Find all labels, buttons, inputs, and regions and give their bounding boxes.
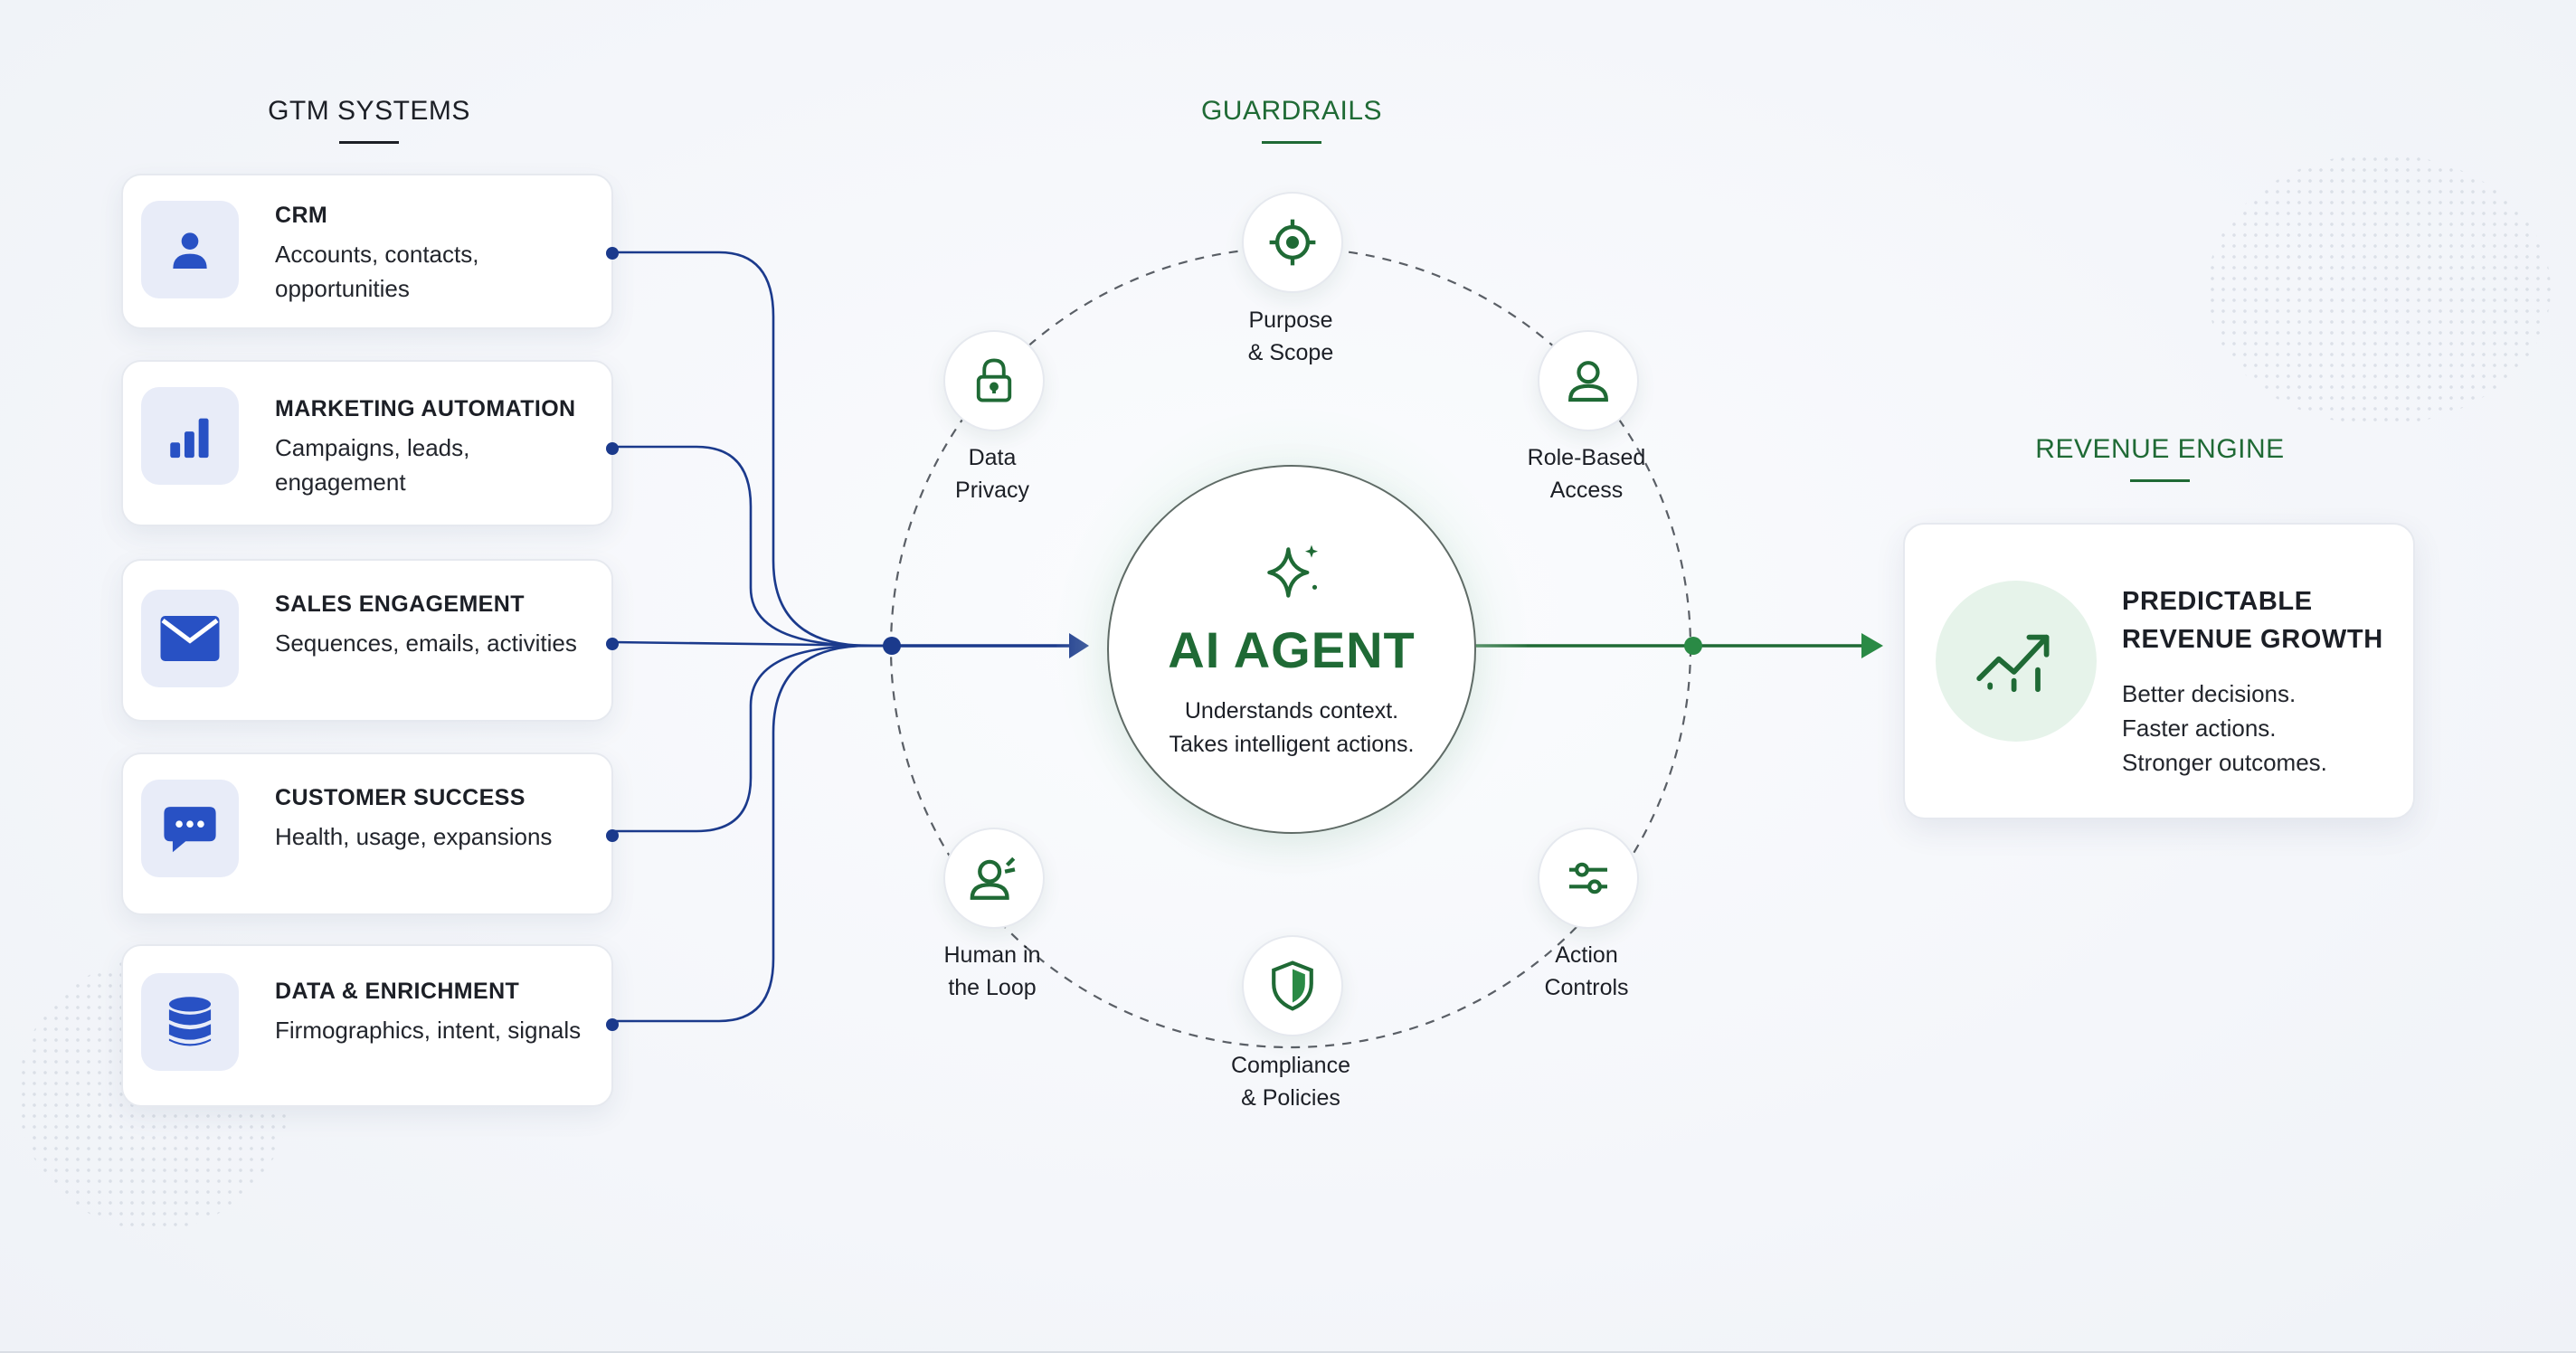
input-junction-dot [883,637,901,655]
sales-icon-box [141,590,239,687]
guardrail-label-compliance-policies: Compliance& Policies [1230,1053,1350,1111]
crm-icon-box [141,201,239,298]
revenue-engine-heading: REVENUE ENGINE [1970,434,2350,482]
card-description: Sequences, emails, activities [275,629,577,657]
revenue-title: PREDICTABLE REVENUE GROWTH [2122,587,2383,654]
sparkle-icon [1267,544,1318,598]
card-data-enrichment: DATA & ENRICHMENT Firmographics, intent,… [121,944,619,1107]
wire-data [611,644,892,1023]
wire-sales [611,640,893,648]
sliders-icon [1569,862,1607,894]
guardrail-data-privacy [943,330,1045,431]
data-icon-box [141,973,239,1071]
person-icon [173,232,207,269]
guardrail-role-based-access [1538,330,1639,431]
human-loop-icon [970,856,1016,900]
target-icon [1269,219,1316,266]
card-marketing-automation: MARKETING AUTOMATION Campaigns, leads, e… [121,360,619,526]
card-port [606,638,619,650]
wire-crm [611,251,892,648]
marketing-icon-box [141,387,239,485]
card-port [606,829,619,842]
trend-up-icon [1976,634,2050,693]
card-port [606,442,619,455]
card-description: Firmographics, intent, signals [275,1017,582,1044]
card-crm: CRM Accounts, contacts, opportunities [121,174,619,329]
database-icon [168,997,212,1046]
guardrail-human-in-the-loop [943,828,1045,929]
card-title: SALES ENGAGEMENT [275,591,525,617]
chat-bubble-icon [164,807,216,853]
revenue-icon-circle [1936,581,2097,742]
card-sales-engagement: SALES ENGAGEMENT Sequences, emails, acti… [121,559,619,722]
card-description: Campaigns, leads, engagement [275,434,470,496]
revenue-description: Better decisions. Faster actions. Strong… [2122,680,2327,776]
guardrail-action-controls [1538,828,1639,929]
user-icon [1568,361,1608,402]
dot-pattern-right [2207,154,2551,425]
card-title: MARKETING AUTOMATION [275,396,576,421]
card-description: Health, usage, expansions [275,823,553,850]
card-port [606,1018,619,1031]
card-title: CRM [275,203,328,228]
guardrail-purpose-scope [1242,192,1343,293]
wire-customer-success [611,644,892,833]
guardrails-heading: GUARDRAILS [1147,96,1436,144]
wire-marketing [611,445,892,648]
customer-success-icon-box [141,780,239,877]
output-arrowhead [1861,633,1883,658]
agent-title: AI AGENT [1168,621,1416,678]
card-title: CUSTOMER SUCCESS [275,785,526,810]
ai-agent-core: AI AGENT Understands context. Takes inte… [1107,465,1476,834]
revenue-growth-card: PREDICTABLE REVENUE GROWTH Better decisi… [1903,523,2415,819]
card-description: Accounts, contacts, opportunities [275,241,479,302]
shield-icon [1272,960,1313,1011]
guardrail-label-purpose-scope: Purpose& Scope [1247,308,1334,365]
agent-description: Understands context. Takes intelligent a… [1169,698,1415,757]
lock-icon [976,358,1012,402]
bottom-border [0,1351,2576,1353]
card-port [606,247,619,260]
output-junction-dot [1684,637,1702,655]
envelope-icon [160,616,220,661]
guardrail-compliance-policies [1242,935,1343,1036]
gtm-systems-heading: GTM SYSTEMS [224,96,514,144]
card-customer-success: CUSTOMER SUCCESS Health, usage, expansio… [121,752,619,915]
card-title: DATA & ENRICHMENT [275,979,520,1004]
bar-chart-icon [170,418,209,459]
